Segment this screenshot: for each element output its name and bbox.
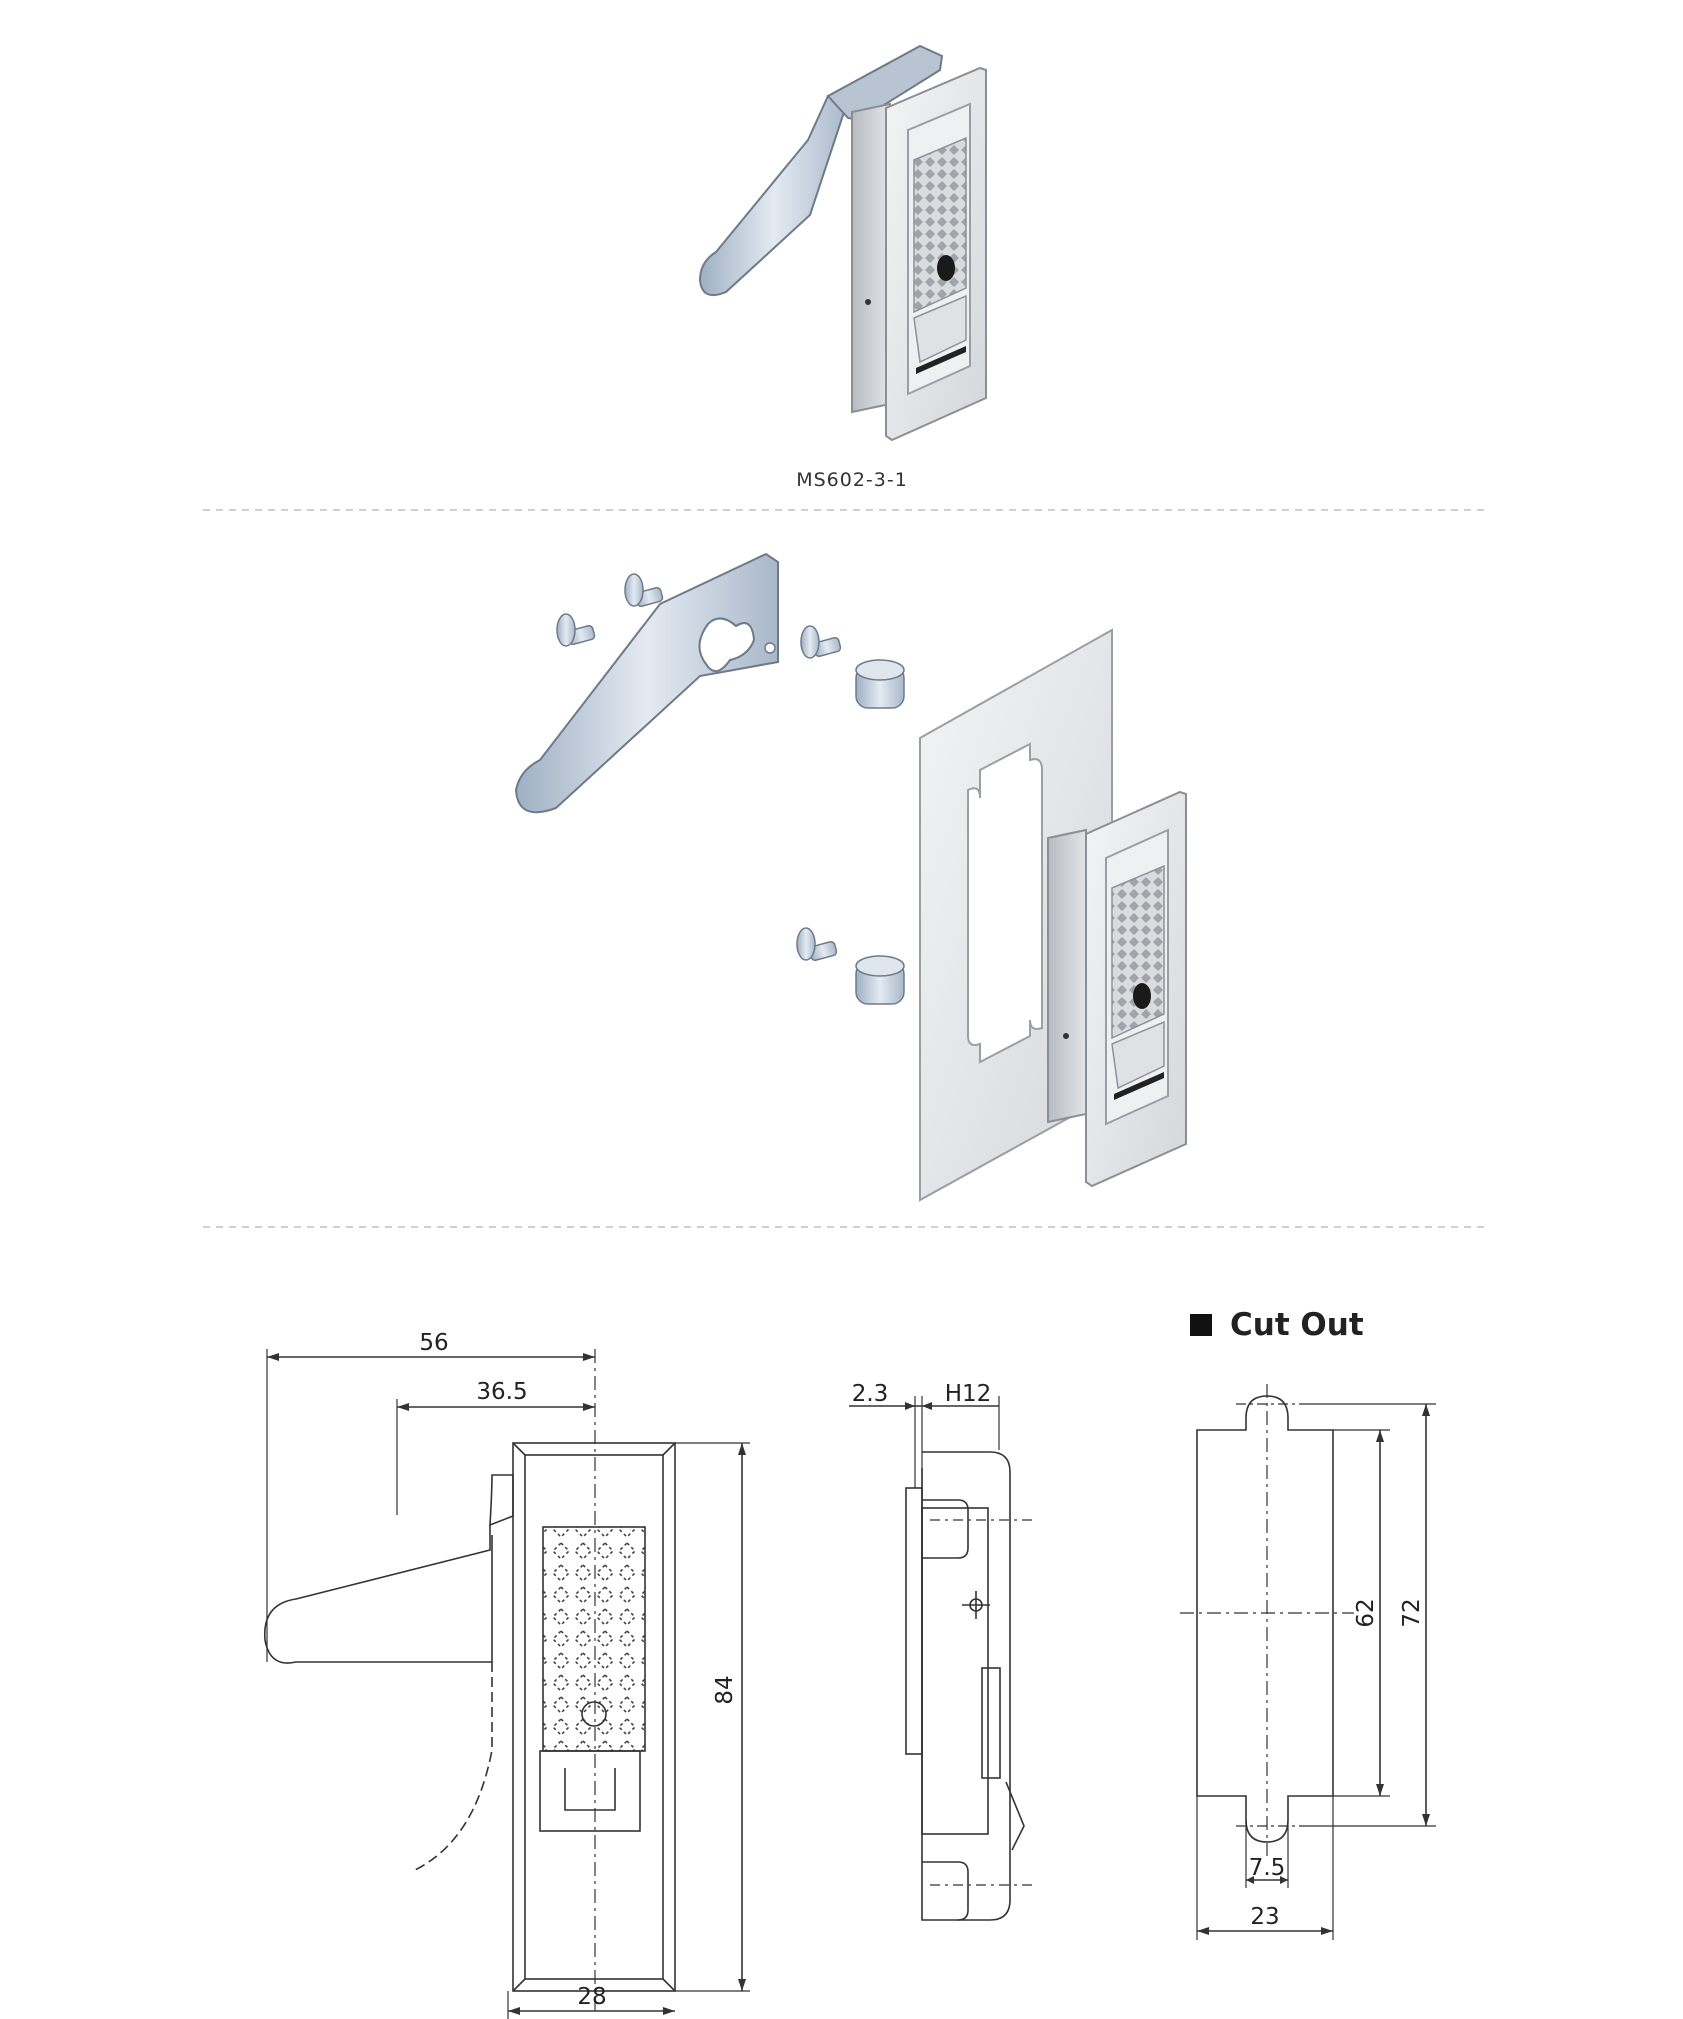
screw-4 <box>796 927 838 961</box>
dim-front-height: 84 <box>712 1675 738 1704</box>
screw-1 <box>556 613 596 647</box>
exploded-trigger-knurl <box>1111 864 1165 1040</box>
screw-2 <box>624 573 664 607</box>
spacer-1 <box>855 659 905 709</box>
assembled-latch-render <box>698 44 987 442</box>
screw-3 <box>800 625 842 659</box>
front-view-drawing <box>263 1349 750 2019</box>
tab-slot <box>916 346 966 374</box>
cam-arm <box>698 94 850 296</box>
pull-tab <box>913 294 967 364</box>
dim-cutout-width: 23 <box>1250 1904 1279 1930</box>
dim-side-tolerance: H12 <box>945 1381 992 1407</box>
dim-cutout-overall-height: 72 <box>1399 1598 1425 1627</box>
cam-arm-keyhole <box>698 617 756 672</box>
exploded-cam-arm <box>514 552 779 814</box>
latch-body-side <box>851 102 891 414</box>
dim-cutout-inner-height: 62 <box>1353 1598 1379 1627</box>
exploded-latch-side <box>1047 828 1087 1124</box>
top-cam-plate <box>826 44 944 122</box>
dim-side-thickness: 2.3 <box>852 1381 889 1407</box>
dim-overall-width: 56 <box>419 1330 448 1356</box>
dim-handle-offset: 36.5 <box>476 1379 527 1405</box>
exploded-view <box>514 552 1187 1202</box>
dim-body-width: 28 <box>577 1984 606 2010</box>
key-hole <box>937 255 955 281</box>
door-cutout <box>967 742 1043 1064</box>
side-pin-hole <box>865 299 871 305</box>
cutout-drawing <box>1180 1384 1436 1940</box>
product-caption: MS602-3-1 <box>796 469 908 491</box>
trigger-knurl <box>913 136 967 314</box>
dim-cutout-tab-width: 7.5 <box>1249 1855 1286 1881</box>
side-view-drawing <box>849 1396 1032 1921</box>
spacer-2 <box>855 955 905 1005</box>
cutout-title: Cut Out <box>1230 1307 1364 1343</box>
cutout-title-bullet <box>1190 1314 1212 1336</box>
